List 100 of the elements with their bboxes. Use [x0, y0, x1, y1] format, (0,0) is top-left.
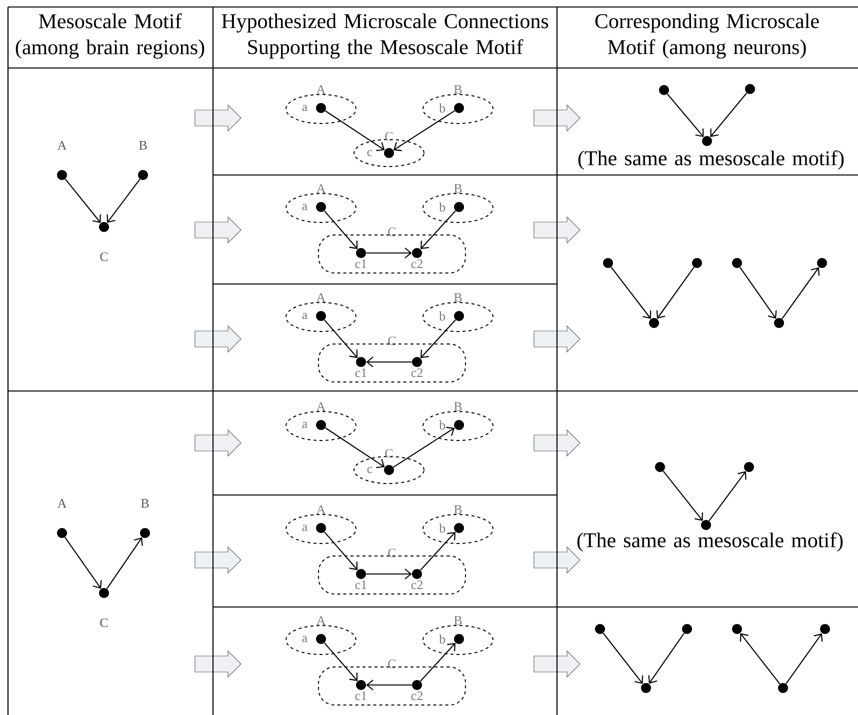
node-label: C — [385, 449, 393, 458]
node-label: C — [100, 618, 108, 628]
node-label: B — [454, 184, 462, 193]
arrow — [740, 266, 777, 319]
node-dot — [820, 624, 830, 634]
arrow — [740, 633, 780, 684]
node-dot — [659, 85, 669, 95]
node-dot — [682, 624, 692, 634]
arrow — [324, 320, 358, 358]
node-dot — [774, 318, 784, 328]
arrow — [366, 248, 412, 258]
arrow — [648, 632, 684, 684]
node-label: B — [454, 616, 462, 625]
node-dot — [655, 462, 665, 472]
node-label: a — [302, 636, 308, 642]
arrow — [420, 319, 456, 358]
arrow — [324, 210, 358, 250]
node-label: b — [439, 311, 446, 321]
node-label: A — [316, 402, 326, 411]
node-label: a — [302, 204, 308, 210]
node-dot — [817, 258, 828, 268]
node-dot — [702, 136, 712, 146]
arrow — [602, 632, 644, 684]
arrow — [420, 210, 456, 250]
arrow — [325, 427, 385, 468]
node-label: A — [316, 505, 326, 514]
arrow — [64, 178, 101, 223]
node-label: b — [439, 202, 446, 212]
node-label: c1 — [355, 259, 366, 268]
column-header: Hypothesized Microscale Connections Supporting the Mesoscale Motif — [222, 13, 548, 59]
node-label: B — [454, 402, 462, 411]
arrow — [420, 642, 456, 682]
arrow — [106, 537, 143, 590]
node-label: B — [141, 499, 149, 508]
node-label: C — [388, 660, 396, 668]
node-dot — [692, 258, 702, 268]
arrow — [662, 470, 703, 521]
node-label: c1 — [355, 368, 366, 378]
node-label: b — [439, 634, 446, 644]
node-label: b — [439, 523, 446, 533]
node-label: c — [367, 466, 372, 474]
node-label: B — [454, 293, 462, 302]
node-label: b — [439, 420, 446, 430]
node-dot — [649, 318, 659, 328]
arrow — [710, 92, 748, 137]
column-header: Corresponding Microscale Motif (among neurons) — [595, 13, 819, 59]
node-label: B — [454, 505, 462, 514]
node-label: c — [367, 150, 372, 156]
node-label: c2 — [411, 691, 422, 700]
node-label: C — [385, 132, 393, 141]
node-label: A — [57, 141, 67, 150]
node-label: A — [57, 499, 67, 508]
node-label: a — [302, 422, 308, 428]
column-header: Mesoscale Motif (among brain regions) — [16, 13, 204, 59]
arrow — [393, 110, 455, 152]
arrow — [324, 642, 358, 682]
node-dot — [732, 258, 742, 268]
arrow — [786, 633, 823, 684]
node-label: C — [100, 252, 108, 262]
arrow — [393, 426, 455, 468]
node-label: a — [302, 312, 308, 320]
node-label: c1 — [355, 580, 366, 590]
node-label: A — [316, 85, 326, 94]
arrow — [64, 536, 102, 589]
node-label: c2 — [411, 368, 422, 378]
node-label: c2 — [411, 580, 422, 590]
arrow — [366, 680, 412, 690]
node-label: c2 — [411, 259, 422, 268]
arrow — [420, 532, 456, 571]
arrow — [610, 266, 652, 319]
arrow — [106, 178, 140, 223]
node-label: c1 — [355, 691, 366, 700]
node-dot — [603, 258, 613, 268]
node-dot — [732, 624, 742, 634]
node-dot — [744, 462, 754, 472]
node-label: C — [388, 548, 396, 558]
arrow — [366, 356, 412, 368]
node-label: B — [454, 85, 462, 94]
node-label: A — [316, 616, 326, 625]
note-text: (The same as mesoscale motif) — [577, 532, 843, 552]
node-label: A — [316, 184, 326, 193]
node-label: b — [439, 103, 446, 113]
node-dot — [778, 683, 788, 693]
arrow — [666, 94, 704, 138]
node-dot — [745, 84, 755, 94]
node-label: a — [302, 104, 308, 112]
node-label: C — [388, 228, 396, 236]
arrow — [708, 471, 746, 522]
arrow — [782, 267, 820, 320]
arrow — [366, 568, 412, 580]
arrow — [325, 110, 385, 152]
node-dot — [641, 683, 651, 693]
node-label: C — [388, 336, 396, 346]
node-label: A — [316, 293, 326, 302]
node-dot — [701, 520, 711, 530]
node-label: a — [302, 524, 308, 532]
node-dot — [595, 624, 605, 634]
node-label: B — [139, 141, 147, 150]
note-text: (The same as mesoscale motif) — [578, 150, 844, 170]
arrow — [656, 266, 694, 319]
